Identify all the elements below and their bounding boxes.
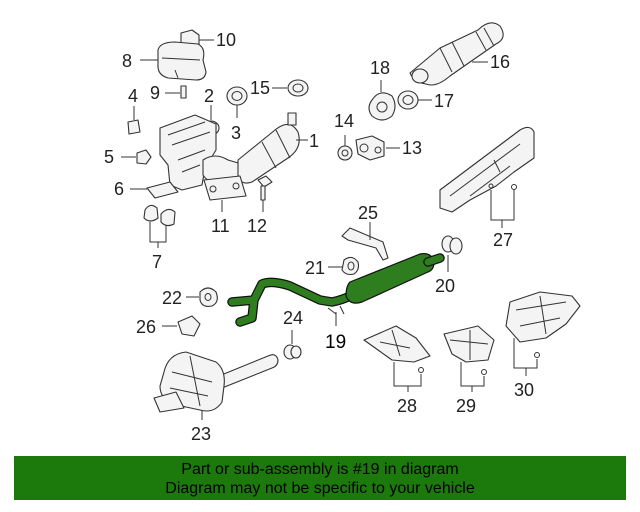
banner-line-1: Part or sub-assembly is #19 in diagram (181, 461, 459, 478)
part-9-clip (165, 85, 187, 99)
callout-12: 12 (247, 216, 267, 236)
part-7-mounts (143, 204, 176, 248)
callout-5: 5 (104, 147, 114, 167)
callout-18: 18 (370, 58, 390, 78)
callout-10: 10 (216, 30, 236, 50)
part-14-gasket (337, 135, 353, 161)
callout-22: 22 (162, 288, 182, 308)
exhaust-parts-diagram: 10 8 9 4 2 3 15 5 (104, 22, 581, 444)
part-11-bracket (203, 175, 247, 212)
callout-3: 3 (231, 123, 241, 143)
part-12-bolt (257, 175, 273, 212)
callout-25: 25 (358, 203, 378, 223)
callout-14: 14 (334, 111, 354, 131)
callout-16: 16 (490, 52, 510, 72)
part-5-nut (121, 149, 152, 165)
part-20-clamp (441, 235, 463, 272)
part-15-gasket (272, 79, 309, 97)
callout-29: 29 (456, 396, 476, 416)
part-21-hanger (328, 256, 360, 276)
callout-1: 1 (309, 131, 319, 151)
part-8-reservoir (140, 41, 207, 81)
part-25-bracket (341, 222, 389, 261)
part-30-heat-shield (505, 291, 581, 376)
callout-17: 17 (434, 91, 454, 111)
part-16-downpipe (409, 22, 504, 86)
callout-28: 28 (397, 396, 417, 416)
part-6-shield (130, 181, 179, 199)
part-18-flange (368, 80, 396, 121)
callout-9: 9 (150, 83, 160, 103)
part-29-heat-shield (443, 325, 495, 392)
callout-27: 27 (493, 230, 513, 250)
callout-21: 21 (305, 258, 325, 278)
callout-19: 19 (325, 332, 346, 353)
callout-7: 7 (152, 252, 162, 272)
part-13-clamp (355, 135, 400, 161)
part-26-bracket (162, 315, 201, 337)
callout-6: 6 (114, 179, 124, 199)
callout-24: 24 (283, 308, 303, 328)
callout-30: 30 (514, 380, 534, 400)
part-27-heat-shield (439, 126, 535, 228)
banner-line-2: Diagram may not be specific to your vehi… (165, 480, 475, 497)
part-3-gasket (226, 86, 248, 118)
callout-13: 13 (402, 138, 422, 158)
callout-2: 2 (204, 86, 214, 106)
notice-banner: Part or sub-assembly is #19 in diagram D… (14, 456, 626, 500)
part-23-muffler (153, 351, 279, 420)
callout-4: 4 (128, 86, 138, 106)
callout-8: 8 (122, 51, 132, 71)
callout-23: 23 (191, 424, 211, 444)
callout-20: 20 (435, 276, 455, 296)
part-1-converter (237, 112, 308, 184)
callout-26: 26 (136, 317, 156, 337)
part-22-hanger (186, 287, 218, 307)
part-4-bracket (127, 106, 141, 135)
part-28-heat-shield (363, 325, 431, 392)
part-19-intermediate-pipe-highlighted (227, 253, 445, 327)
callout-11: 11 (211, 216, 230, 236)
part-17-gasket (397, 90, 432, 110)
part-24-clamp (283, 330, 302, 360)
callout-15: 15 (250, 78, 270, 98)
